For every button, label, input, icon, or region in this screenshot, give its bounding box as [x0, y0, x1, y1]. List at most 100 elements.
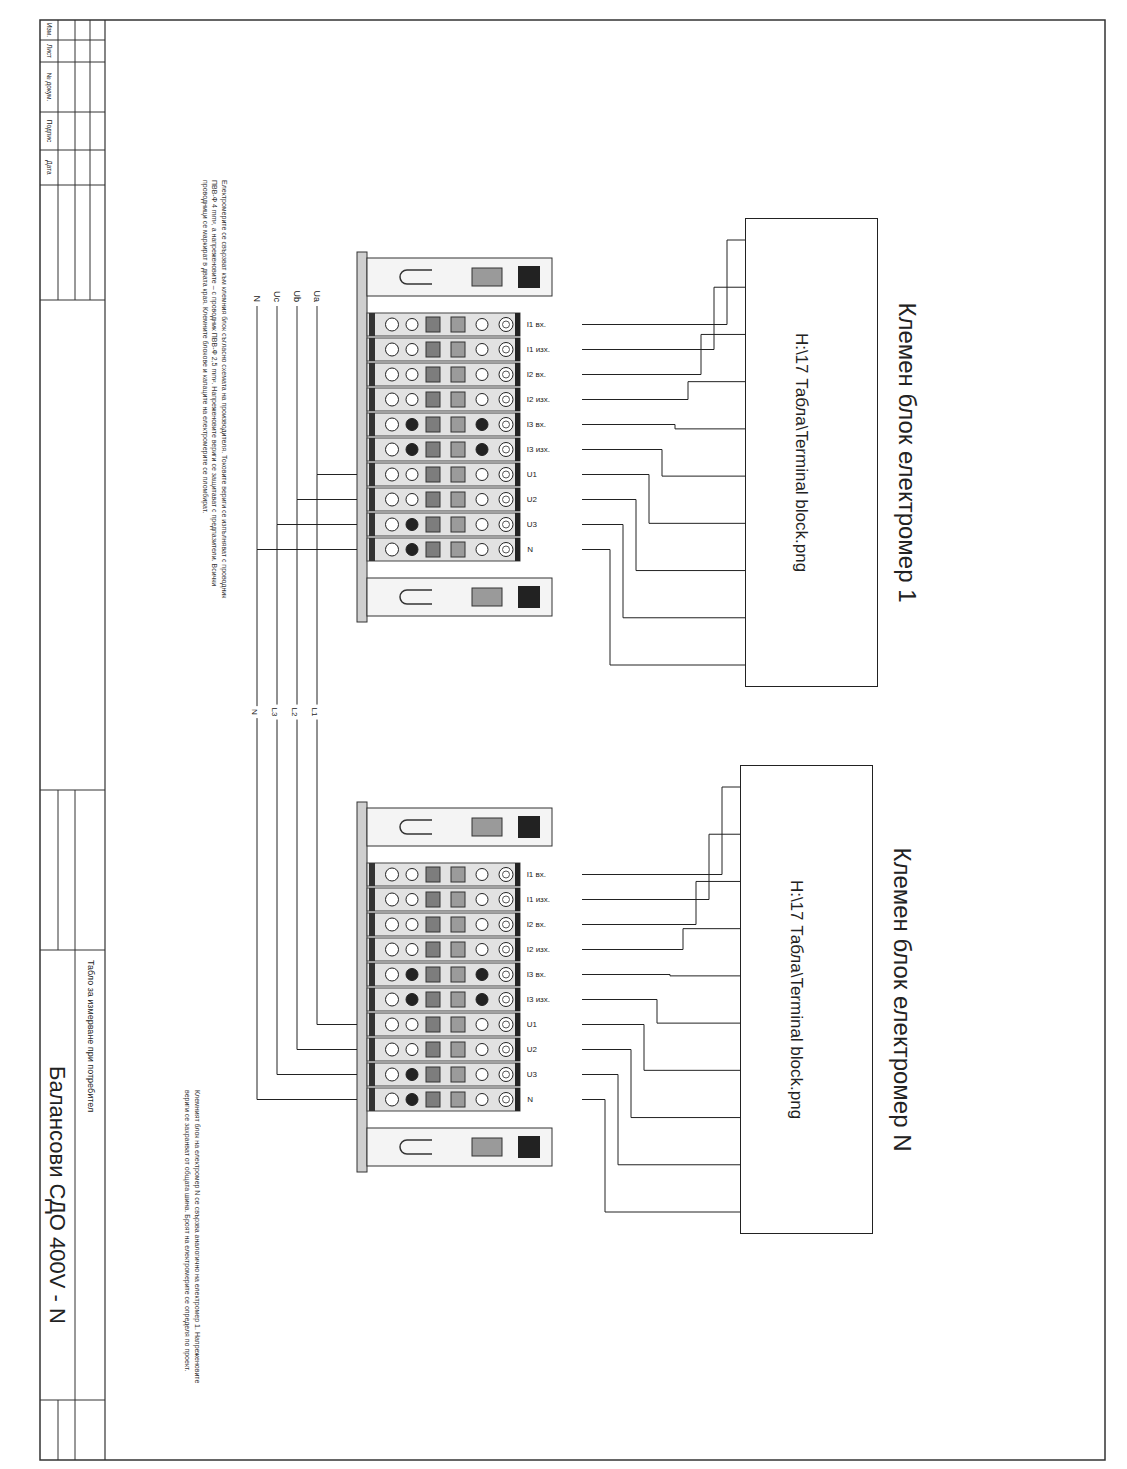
terminal-label: I2 вх. [527, 370, 546, 380]
terminal-label-slot: I1 изх. [527, 337, 579, 362]
wire-label: L2 [289, 705, 299, 720]
end-stop-body [472, 1138, 502, 1156]
label-holder: Електромерите се свързват към клемния бл… [201, 180, 230, 600]
end-stop-clip [518, 266, 540, 288]
title-grid-line [40, 790, 105, 791]
terminal-body [367, 338, 520, 361]
terminal-contact [476, 1069, 488, 1081]
wire-label: N [249, 706, 259, 718]
image-path-text: H:\17 Табла\Terminal block.png [791, 219, 811, 686]
label-holder: Лист [45, 40, 54, 62]
terminal-bridge [451, 1042, 465, 1057]
terminal-bridge [451, 317, 465, 332]
terminal-contact [476, 1019, 488, 1031]
title-grid-line [40, 40, 105, 41]
terminal-screw [386, 393, 399, 406]
terminal-screw [499, 493, 513, 507]
terminal-contact [406, 394, 418, 406]
terminal-label-slot: U1 [527, 462, 579, 487]
terminal-bridge [451, 967, 465, 982]
wire-connector [277, 525, 357, 1075]
terminal-bridge [426, 917, 440, 932]
terminal-foot [369, 313, 375, 336]
terminal-foot [369, 963, 375, 986]
terminal-separator [515, 363, 520, 386]
wire-connector [582, 1100, 740, 1213]
terminal-body [367, 938, 520, 961]
wire-connector [582, 475, 745, 524]
title-block-text: Дата [45, 150, 54, 185]
wire-connector [582, 1075, 740, 1165]
terminal-bridge [451, 542, 465, 557]
terminal-separator [515, 963, 520, 986]
terminal-label-slot: I1 вх. [527, 312, 579, 337]
terminal-body [367, 913, 520, 936]
terminal-bridge [451, 417, 465, 432]
terminal-separator [515, 1038, 520, 1061]
terminal-foot [369, 413, 375, 436]
drawing-title: Балансови СДО 400V - N [43, 1000, 71, 1390]
wire-connector [582, 881, 740, 924]
terminal-body [367, 538, 520, 561]
terminal-screw [386, 968, 399, 981]
terminal-body [367, 1063, 520, 1086]
terminal-foot [369, 538, 375, 561]
terminal-label: U2 [527, 495, 537, 505]
terminal-screw [386, 868, 399, 881]
meter-heading: Клемен блок електромер N [886, 766, 918, 1233]
terminal-separator [515, 1013, 520, 1036]
terminal-contact [406, 519, 418, 531]
terminal-screw [386, 493, 399, 506]
wire-label-holder: N [248, 706, 266, 718]
terminal-body [367, 1088, 520, 1111]
terminal-screw-head [503, 546, 510, 553]
terminal-separator [515, 413, 520, 436]
signal-lead-line [257, 306, 258, 550]
terminal-screw [386, 918, 399, 931]
wire-connector [582, 382, 745, 400]
terminal-label: U1 [527, 1020, 537, 1030]
terminal-body [367, 363, 520, 386]
terminal-contact [476, 544, 488, 556]
signal-lead-line [297, 306, 298, 500]
terminal-label: I2 изх. [527, 945, 550, 955]
terminal-label-slot: U2 [527, 487, 579, 512]
terminal-screw-head [503, 396, 510, 403]
terminal-screw [499, 318, 513, 332]
terminal-bridge [426, 342, 440, 357]
wire-label-holder: L2 [288, 705, 306, 720]
terminal-contact [476, 869, 488, 881]
end-stop-body [472, 268, 502, 286]
terminal-foot [369, 863, 375, 886]
terminal-bridge [451, 1017, 465, 1032]
signal-lead-line [277, 306, 278, 525]
terminal-label: U2 [527, 1045, 537, 1055]
wire-connector [582, 929, 740, 950]
title-grid-line [40, 950, 105, 951]
title-holder: Балансови СДО 400V - N [43, 1000, 71, 1390]
terminal-contact [476, 344, 488, 356]
terminal-block: I1 вх.I1 изх.I2 вх.I2 изх.I3 вх.I3 изх.U… [357, 300, 582, 574]
terminal-block: I1 вх.I1 изх.I2 вх.I2 изх.I3 вх.I3 изх.U… [357, 850, 582, 1124]
end-stop-hook [400, 820, 432, 834]
terminal-body [367, 463, 520, 486]
terminal-body [367, 863, 520, 886]
terminal-foot [369, 338, 375, 361]
terminal-separator [515, 1088, 520, 1111]
terminal-label: I1 изх. [527, 895, 550, 905]
wire-connector [582, 450, 745, 477]
terminal-contact [476, 894, 488, 906]
terminal-separator [515, 1063, 520, 1086]
terminal-label: I3 вх. [527, 970, 546, 980]
terminal-bridge [451, 492, 465, 507]
terminal-contact [476, 969, 488, 981]
title-block-text: Подпис [45, 112, 54, 150]
terminal-bridge [426, 942, 440, 957]
terminal-contact [476, 419, 488, 431]
terminal-bridge [426, 967, 440, 982]
terminal-label-slot: I3 вх. [527, 962, 579, 987]
signal-lead-line [317, 306, 318, 475]
terminal-foot [369, 488, 375, 511]
terminal-foot [369, 363, 375, 386]
